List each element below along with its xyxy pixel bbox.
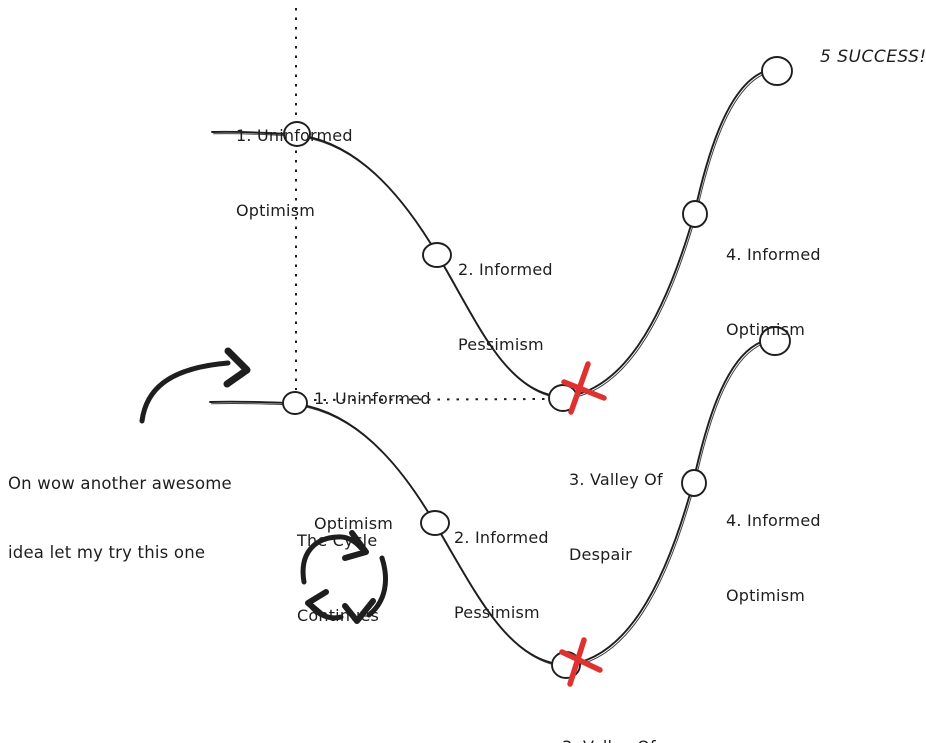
curve2-stage2-label: 2. Informed Pessimism [454, 475, 549, 675]
curve2-stage2-line1: 2. Informed [454, 528, 549, 547]
cycle-arrows-icon [300, 530, 389, 624]
curve2-stage1-label: 1. Uninformed Optimism [314, 336, 431, 586]
stage1-circle [282, 391, 308, 415]
stage2-circle [422, 242, 452, 268]
curve2-stage1-line2: Optimism [314, 514, 394, 533]
curve2-stage4-label: 4. Informed Optimism [726, 458, 821, 658]
curve1-stage4-line1: 4. Informed [726, 245, 821, 264]
stage4-circle [681, 469, 707, 497]
dotted-horizontal-guide [313, 398, 548, 401]
curve1-stage1-line1: 1. Uninformed [236, 126, 353, 145]
cycle-continues-note: The Cycle Continues [297, 478, 379, 678]
curve1-stage2-line1: 2. Informed [458, 260, 553, 279]
curve1-stage3-label: 3. Valley Of Despair [569, 417, 663, 617]
success-label: 5 SUCCESS! [820, 47, 926, 67]
curve2-stage2-line2: Pessimism [454, 603, 540, 622]
stage-circles-curve-1 [283, 56, 793, 412]
cycle-note-line1: The Cycle [297, 531, 378, 550]
curve1-stage3-line2: Despair [569, 545, 632, 564]
curve1-stage3-line1: 3. Valley Of [569, 470, 663, 489]
failure-x-icon-2 [559, 637, 603, 687]
curve1-stage2-line2: Pessimism [458, 335, 544, 354]
idea-annotation: On wow another awesome idea let my try t… [8, 426, 232, 610]
curve2-stage3-line1: 3. Valley Of [562, 734, 656, 743]
curve1-stage1-label: 1. Uninformed Optimism [236, 73, 353, 273]
curved-arrow-icon [139, 347, 251, 424]
stage4-circle [682, 200, 708, 228]
failure-x-icon-1 [561, 361, 607, 415]
curve2-stage4-line1: 4. Informed [726, 511, 821, 530]
success-circle [761, 56, 793, 86]
curve2-stage3-label: 3. Valley Of Despair [562, 684, 656, 743]
curve2-stage4-line2: Optimism [726, 586, 806, 605]
stage1-circle [283, 121, 311, 147]
curve1-stage1-line2: Optimism [236, 201, 316, 220]
stage2-circle [420, 510, 450, 536]
cycle-note-line2: Continues [297, 606, 380, 625]
end-circle [759, 326, 791, 356]
curve1-stage4-line2: Optimism [726, 320, 806, 339]
curve1-stage2-label: 2. Informed Pessimism [458, 207, 553, 407]
curve1-stage4-label: 4. Informed Optimism [726, 192, 821, 392]
curve2-stage1-line1: 1. Uninformed [314, 389, 431, 408]
idea-annotation-line2: idea let my try this one [8, 543, 206, 562]
idea-annotation-line1: On wow another awesome [8, 474, 232, 493]
